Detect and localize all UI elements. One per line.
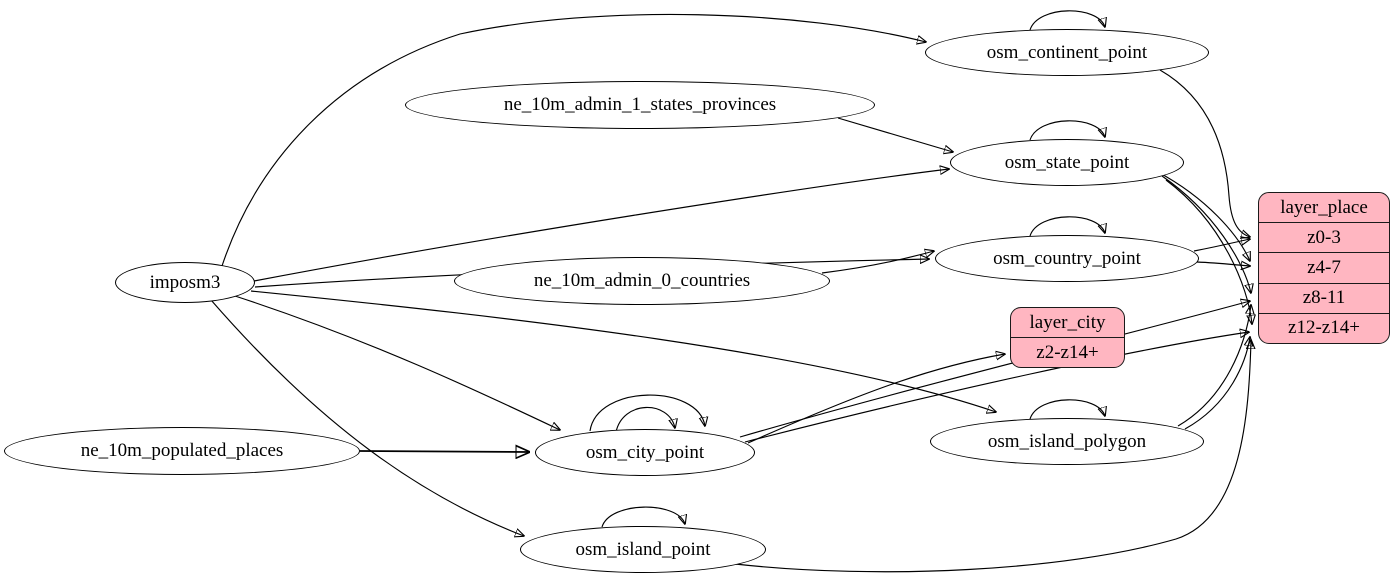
edge-osm-city-point-to-layer-city-z2-z14 <box>747 354 1005 444</box>
node-imposm3-label: imposm3 <box>149 271 221 293</box>
node-osm-island-point-label: osm_island_point <box>575 538 711 560</box>
node-ne-10m-admin-0-countries: ne_10m_admin_0_countries <box>454 257 830 305</box>
node-osm-island-polygon-label: osm_island_polygon <box>987 430 1147 452</box>
edge-osm-island-polygon-to-layer-place-z8-11 <box>1177 305 1251 427</box>
node-imposm3: imposm3 <box>115 262 255 303</box>
edge-osm-island-point-to-layer-place-z12-z14 <box>734 340 1251 573</box>
record-layer-city-title: layer_city <box>1029 311 1106 333</box>
edge-osm-island-polygon-to-layer-place-z12-z14 <box>1184 337 1250 430</box>
node-osm-continent-point: osm_continent_point <box>925 29 1209 76</box>
node-ne-10m-populated-places: ne_10m_populated_places <box>4 427 360 475</box>
record-layer-place-row-z0-3: z0-3 <box>1259 222 1389 252</box>
record-layer-city: layer_city z2-z14+ <box>1010 307 1125 368</box>
node-osm-island-polygon: osm_island_polygon <box>930 418 1204 465</box>
record-layer-place-title: layer_place <box>1280 196 1368 218</box>
edge-ne-10m-admin-0-countries-to-osm-country-point <box>821 251 934 274</box>
node-osm-state-point: osm_state_point <box>950 139 1184 186</box>
node-osm-country-point-label: osm_country_point <box>993 247 1141 269</box>
node-osm-city-point: osm_city_point <box>535 429 755 476</box>
edge-imposm3-to-osm-island-point <box>210 299 524 536</box>
self-loop-osm-city-point-outer <box>589 394 705 432</box>
edge-imposm3-to-osm-city-point <box>234 295 560 430</box>
self-loop-osm-country-point <box>1029 216 1105 237</box>
node-osm-country-point: osm_country_point <box>935 235 1199 282</box>
node-ne-10m-populated-places-label: ne_10m_populated_places <box>80 440 284 461</box>
node-osm-city-point-label: osm_city_point <box>585 441 705 463</box>
node-osm-state-point-label: osm_state_point <box>1004 151 1130 173</box>
edge-osm-city-point-to-layer-place-z8-11 <box>739 301 1250 438</box>
self-loop-osm-city-point-inner <box>615 406 675 433</box>
node-osm-continent-point-label: osm_continent_point <box>986 41 1148 63</box>
self-loop-osm-island-point <box>601 506 685 528</box>
edge-imposm3-to-osm-continent-point <box>221 13 926 267</box>
node-ne-10m-admin-0-countries-label: ne_10m_admin_0_countries <box>533 270 751 291</box>
edge-osm-state-point-to-layer-place-z4-7 <box>1157 171 1250 261</box>
node-ne-10m-admin-1-states-provinces-label: ne_10m_admin_1_states_provinces <box>503 94 777 115</box>
self-loop-osm-continent-point <box>1029 10 1105 31</box>
self-loop-osm-state-point <box>1029 120 1105 141</box>
edge-osm-country-point-to-layer-place-z0-3 <box>1193 239 1250 252</box>
edge-imposm3-to-osm-state-point <box>253 169 949 282</box>
record-layer-city-row-z2-z14: z2-z14+ <box>1011 337 1124 367</box>
edge-osm-state-point-to-layer-place-z8-11 <box>1161 175 1251 293</box>
record-layer-place-row-z8-11: z8-11 <box>1259 282 1389 313</box>
record-layer-place-row-z12-z14: z12-z14+ <box>1259 312 1389 343</box>
edge-osm-country-point-to-layer-place-z4-7 <box>1196 262 1250 266</box>
edge-ne-10m-admin-1-states-provinces-to-osm-state-point <box>837 117 953 152</box>
node-osm-island-point: osm_island_point <box>520 526 766 573</box>
node-ne-10m-admin-1-states-provinces: ne_10m_admin_1_states_provinces <box>405 81 875 129</box>
edge-osm-city-point-to-layer-place-z12-z14 <box>744 332 1249 443</box>
edge-imposm3-to-osm-island-polygon <box>250 290 996 412</box>
edge-osm-continent-point-to-layer-place-z0-3 <box>1159 69 1250 237</box>
self-loop-osm-island-polygon <box>1029 399 1105 420</box>
edge-ne-10m-populated-places-to-osm-city-point <box>359 451 529 452</box>
record-layer-place-row-z4-7: z4-7 <box>1259 252 1389 282</box>
record-layer-place: layer_place z0-3 z4-7 z8-11 z12-z14+ <box>1258 192 1390 344</box>
